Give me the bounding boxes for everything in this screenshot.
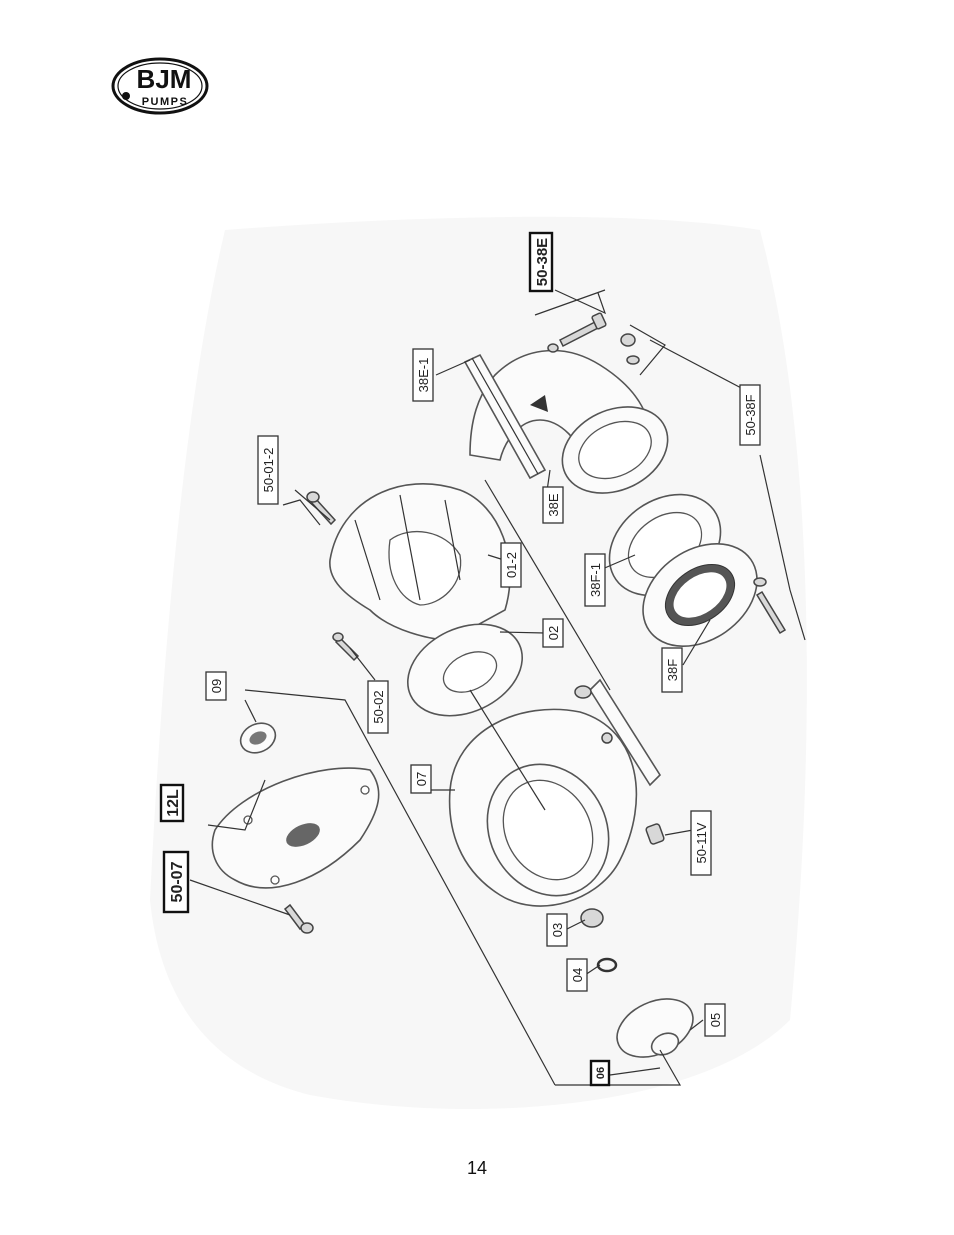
bolt-50-01-2 bbox=[306, 491, 337, 526]
bolt-set-50-38F bbox=[620, 333, 787, 635]
bjm-pumps-logo: BJM PUMPS bbox=[111, 57, 209, 115]
label-38F: 38F bbox=[665, 659, 680, 681]
flange-38F bbox=[642, 542, 758, 648]
label-50-01-2: 50-01-2 bbox=[261, 448, 276, 493]
label-50-11V: 50-11V bbox=[694, 822, 709, 863]
bolt-50-02 bbox=[332, 632, 360, 662]
label-12L: 12L bbox=[165, 789, 182, 817]
label-04: 04 bbox=[570, 968, 585, 982]
label-38F-1: 38F-1 bbox=[588, 563, 603, 597]
label-07: 07 bbox=[414, 772, 429, 786]
label-50-38F: 50-38F bbox=[743, 394, 758, 435]
gasket-strip-38E-1 bbox=[463, 353, 547, 480]
o-ring-04 bbox=[596, 957, 618, 973]
wear-plate-02 bbox=[406, 623, 524, 717]
screw-50-07 bbox=[283, 903, 314, 934]
bolt-set-50-38E bbox=[547, 312, 607, 353]
label-06: 06 bbox=[595, 1067, 607, 1079]
page-number: 14 bbox=[466, 1158, 488, 1178]
label-05: 05 bbox=[708, 1013, 723, 1027]
elbow-38E-drawing bbox=[469, 349, 669, 494]
label-01-2: 01-2 bbox=[504, 552, 519, 578]
drain-plug-50-11V bbox=[645, 823, 665, 845]
label-50-38E: 50-38E bbox=[534, 238, 551, 286]
label-03: 03 bbox=[550, 923, 565, 937]
suction-cover-01-2 bbox=[329, 483, 511, 641]
label-38E-1: 38E-1 bbox=[416, 358, 431, 393]
label-02: 02 bbox=[546, 626, 561, 640]
impeller-05 bbox=[616, 998, 694, 1058]
label-38E: 38E bbox=[546, 493, 561, 516]
label-50-02: 50-02 bbox=[371, 690, 386, 723]
motor-adapter-12L bbox=[211, 767, 380, 889]
label-50-07: 50-07 bbox=[169, 861, 186, 902]
impeller-nut-03 bbox=[580, 908, 604, 928]
logo-brand-top: BJM bbox=[137, 64, 192, 94]
seal-09 bbox=[239, 722, 277, 754]
logo-brand-bottom: PUMPS bbox=[142, 96, 189, 108]
label-09: 09 bbox=[209, 679, 224, 693]
